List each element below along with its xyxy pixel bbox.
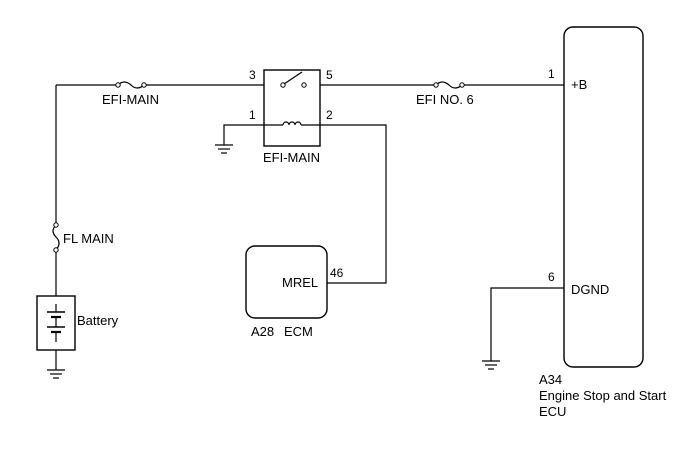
ecm-box xyxy=(245,245,328,319)
fuse-efi-main xyxy=(115,81,147,89)
fuse-efi-no6 xyxy=(433,81,465,89)
relay-pin-1: 1 xyxy=(249,108,256,122)
ecu-pin-6: 6 xyxy=(548,270,555,284)
relay-box xyxy=(263,69,321,147)
ecu-code: A34 xyxy=(539,372,562,387)
relay-pin-5: 5 xyxy=(326,68,333,82)
fuse-fl-main-label: FL MAIN xyxy=(63,231,114,246)
ecm-terminal-mrel: MREL xyxy=(282,275,318,290)
relay-coil-icon xyxy=(264,121,320,126)
ecm-label: ECM xyxy=(284,324,313,339)
ecm-code: A28 xyxy=(251,324,274,339)
fuse-efi-main-label: EFI-MAIN xyxy=(102,92,159,107)
battery-label: Battery xyxy=(77,313,119,328)
relay-ground-wire xyxy=(223,124,264,145)
relay-pin-2: 2 xyxy=(326,108,333,122)
fuse-fl-main xyxy=(52,222,60,253)
relay-switch-icon xyxy=(280,71,307,88)
ecu-name-line1: Engine Stop and Start xyxy=(539,388,667,403)
ecu-terminal-b: +B xyxy=(571,77,587,92)
relay-pin-3: 3 xyxy=(249,68,256,82)
dgnd-wire xyxy=(490,287,564,361)
ground-icon xyxy=(47,369,65,379)
ground-icon xyxy=(482,360,500,370)
ecu-pin-1: 1 xyxy=(548,67,555,81)
fuse-efi-no6-label: EFI NO. 6 xyxy=(416,92,474,107)
mrel-wire xyxy=(320,124,387,284)
relay-label: EFI-MAIN xyxy=(263,150,320,165)
ground-icon xyxy=(215,144,233,154)
ecm-pin-46: 46 xyxy=(330,266,344,280)
ecu-terminal-dgnd: DGND xyxy=(571,282,609,297)
ecu-name-line2: ECU xyxy=(539,404,566,419)
stop-start-ecu-box xyxy=(563,26,644,368)
battery-symbol xyxy=(47,304,65,342)
